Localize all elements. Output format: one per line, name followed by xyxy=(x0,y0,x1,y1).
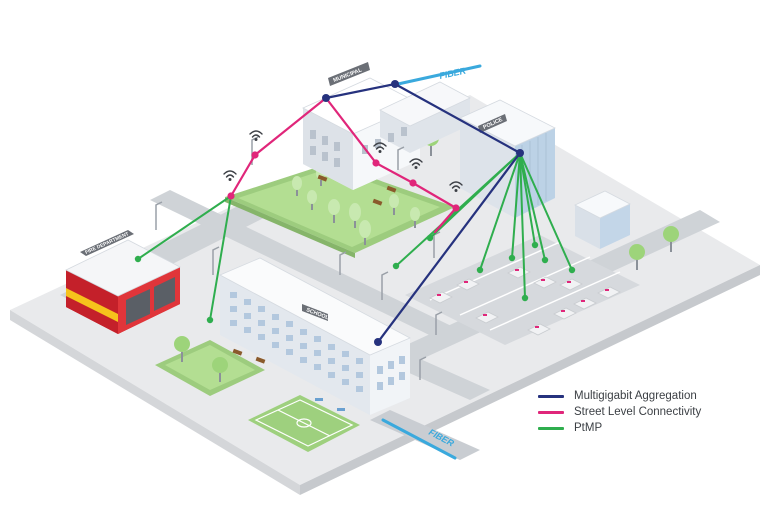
legend-item-ptmp: PtMP xyxy=(538,420,748,436)
school-building: SCHOOL xyxy=(219,257,411,415)
streetlight-icon xyxy=(251,136,259,165)
car-icon xyxy=(573,297,597,310)
tree-icon xyxy=(410,207,420,228)
tree-icon xyxy=(292,176,302,196)
car-icon xyxy=(597,286,621,299)
car-icon xyxy=(559,278,583,291)
bench-icon xyxy=(337,408,345,411)
tree-icon xyxy=(307,190,317,210)
bench-icon xyxy=(372,198,383,206)
streetlight-icon xyxy=(397,146,405,170)
wifi-icon xyxy=(449,181,463,193)
legend-item-aggregation: Multigigabit Aggregation xyxy=(538,388,748,404)
car-icon xyxy=(475,311,499,324)
bench-icon xyxy=(255,356,266,364)
wifi-icon xyxy=(409,158,423,170)
car-icon xyxy=(429,291,453,304)
tree-icon xyxy=(359,220,371,245)
tree-icon xyxy=(212,357,228,382)
aggregation-links xyxy=(322,80,524,346)
legend: Multigigabit Aggregation Street Level Co… xyxy=(538,388,748,436)
tree-icon xyxy=(629,244,645,270)
legend-swatch-ptmp xyxy=(538,427,564,430)
office-building xyxy=(574,190,631,249)
car-icon xyxy=(533,276,557,289)
legend-swatch-street-level xyxy=(538,411,564,414)
fire-department-building: FIRE DEPARTMENT xyxy=(65,230,181,334)
bench-icon xyxy=(232,348,243,356)
parking-lot xyxy=(405,235,640,345)
legend-swatch-aggregation xyxy=(538,395,564,398)
tree-icon xyxy=(349,203,361,228)
tree-icon xyxy=(328,199,340,223)
fiber-link-top xyxy=(396,64,482,86)
bench-icon xyxy=(315,398,323,401)
wifi-icon xyxy=(373,142,387,154)
wifi-icons xyxy=(223,130,463,193)
streetlight-icon xyxy=(419,356,427,380)
car-icon xyxy=(553,307,577,320)
legend-label-aggregation: Multigigabit Aggregation xyxy=(574,390,697,402)
ptmp-nodes xyxy=(134,234,576,324)
wifi-icon xyxy=(223,170,237,182)
street-level-links xyxy=(227,96,460,234)
bench-icon xyxy=(386,185,397,193)
legend-label-ptmp: PtMP xyxy=(574,422,603,434)
streetlight-icon xyxy=(212,246,220,275)
bench-icon xyxy=(317,174,328,182)
tree-icon xyxy=(174,336,190,362)
streetlight-icon xyxy=(435,311,443,335)
streetlight-icon xyxy=(339,251,347,275)
car-icon xyxy=(527,323,551,336)
tree-icon xyxy=(663,226,679,252)
cars xyxy=(429,266,621,336)
municipal-label: MUNICIPAL xyxy=(333,67,364,84)
legend-item-street-level: Street Level Connectivity xyxy=(538,404,748,420)
car-icon xyxy=(456,278,480,291)
legend-label-street-level: Street Level Connectivity xyxy=(574,406,702,418)
fiber-link-bottom xyxy=(381,418,457,460)
fiber-label-top: FIBER xyxy=(438,65,467,80)
fiber-links: FIBER FIBER xyxy=(381,64,482,460)
soccer-field xyxy=(248,395,360,452)
streetlight-icon xyxy=(155,201,163,230)
streetlight-icon xyxy=(381,271,389,300)
wifi-icon xyxy=(249,130,263,142)
tree-icon xyxy=(389,194,399,215)
